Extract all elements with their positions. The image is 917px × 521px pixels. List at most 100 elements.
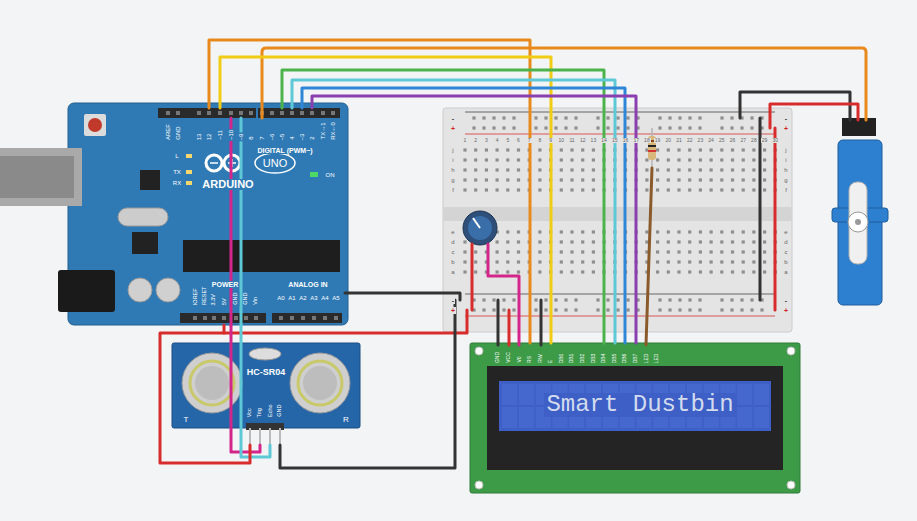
breadboard-hole (645, 230, 648, 233)
transducer-label: T (183, 416, 190, 424)
pin-label: V0 (517, 356, 522, 364)
breadboard-hole (564, 126, 567, 129)
breadboard-hole (496, 260, 499, 263)
header-pin (222, 316, 226, 320)
breadboard-hole (710, 148, 713, 151)
breadboard-hole (560, 178, 563, 181)
breadboard-hole (677, 168, 680, 171)
breadboard-hole (656, 240, 659, 243)
brand-name: ARDUINO (200, 179, 255, 190)
column-number: 3 (484, 138, 489, 143)
breadboard-hole (699, 240, 702, 243)
breadboard-hole (742, 260, 745, 263)
row-letter: i (784, 157, 787, 163)
ultrasonic-sensor-body (246, 423, 284, 430)
pin-label: A4 (320, 295, 329, 301)
breadboard-hole (720, 168, 723, 171)
breadboard (443, 207, 792, 221)
column-number: 30 (772, 138, 780, 143)
breadboard-hole (606, 116, 609, 119)
header-pin (176, 111, 180, 115)
breadboard-hole (581, 168, 584, 171)
header-pin (301, 316, 305, 320)
ultrasonic-sensor-body (290, 353, 350, 413)
breadboard-hole (512, 308, 515, 311)
arduino-board-body (186, 154, 192, 158)
model-name: UNO (261, 158, 289, 169)
lcd-board (499, 381, 771, 431)
breadboard-hole (581, 230, 584, 233)
breadboard-hole (544, 116, 547, 119)
wire (508, 310, 511, 345)
breadboard-hole (720, 178, 723, 181)
breadboard-hole (560, 260, 563, 263)
breadboard-hole (740, 298, 743, 301)
breadboard-hole (570, 230, 573, 233)
breadboard-hole (626, 298, 629, 301)
potentiometer (463, 211, 497, 245)
ultrasonic-sensor: HC-SR04 (172, 343, 360, 445)
breadboard-hole (752, 148, 755, 151)
breadboard-hole (616, 116, 619, 119)
breadboard-hole (574, 308, 577, 311)
header-pin (203, 316, 207, 320)
wire (280, 300, 455, 468)
breadboard-hole (560, 240, 563, 243)
wire (220, 57, 551, 343)
breadboard-hole (544, 126, 547, 129)
breadboard-hole (742, 240, 745, 243)
breadboard-hole (698, 298, 701, 301)
breadboard-hole (731, 230, 734, 233)
breadboard-hole (710, 168, 713, 171)
lcd-board (787, 347, 795, 355)
row-letter: j (451, 147, 454, 153)
breadboard-hole (667, 148, 670, 151)
rail-mark: + (783, 307, 789, 314)
breadboard-hole (730, 126, 733, 129)
breadboard-hole (538, 260, 541, 263)
breadboard-hole (485, 148, 488, 151)
column-number: 1 (463, 138, 468, 143)
servo-motor (832, 118, 888, 305)
breadboard-hole (517, 178, 520, 181)
header-pin (290, 111, 294, 115)
breadboard-hole (564, 308, 567, 311)
row-letter: a (783, 269, 788, 275)
breadboard-hole (688, 158, 691, 161)
arduino-board-body (158, 108, 256, 118)
breadboard-hole (554, 116, 557, 119)
resistor-symbol (648, 150, 656, 152)
pin-label: 3.3V (211, 293, 217, 306)
pin-label: 2 (309, 136, 315, 141)
column-number: 29 (761, 138, 769, 143)
breadboard-hole (752, 230, 755, 233)
breadboard-hole (752, 168, 755, 171)
column-number: 11 (568, 138, 575, 143)
breadboard-hole (517, 270, 520, 273)
arduino-board-body (310, 172, 318, 177)
pin-label: DB6 (623, 352, 628, 364)
breadboard-hole (710, 240, 713, 243)
breadboard-hole (538, 168, 541, 171)
row-letter: h (783, 167, 788, 173)
breadboard-hole (517, 260, 520, 263)
pin-label: GND (233, 292, 239, 306)
arduino-board-body (58, 270, 115, 312)
breadboard-hole (463, 260, 466, 263)
breadboard (465, 294, 775, 295)
breadboard-hole (763, 148, 766, 151)
ultrasonic-sensor-body (172, 343, 360, 445)
row-letter: a (450, 269, 455, 275)
breadboard-hole (731, 270, 734, 273)
breadboard-hole (506, 260, 509, 263)
wire (345, 293, 460, 300)
pin-label: GND (277, 404, 283, 418)
breadboard-hole (492, 308, 495, 311)
pin-label: DB4 (601, 352, 606, 364)
breadboard-hole (688, 116, 691, 119)
wire (231, 325, 260, 452)
breadboard-hole (570, 250, 573, 253)
breadboard-hole (538, 178, 541, 181)
